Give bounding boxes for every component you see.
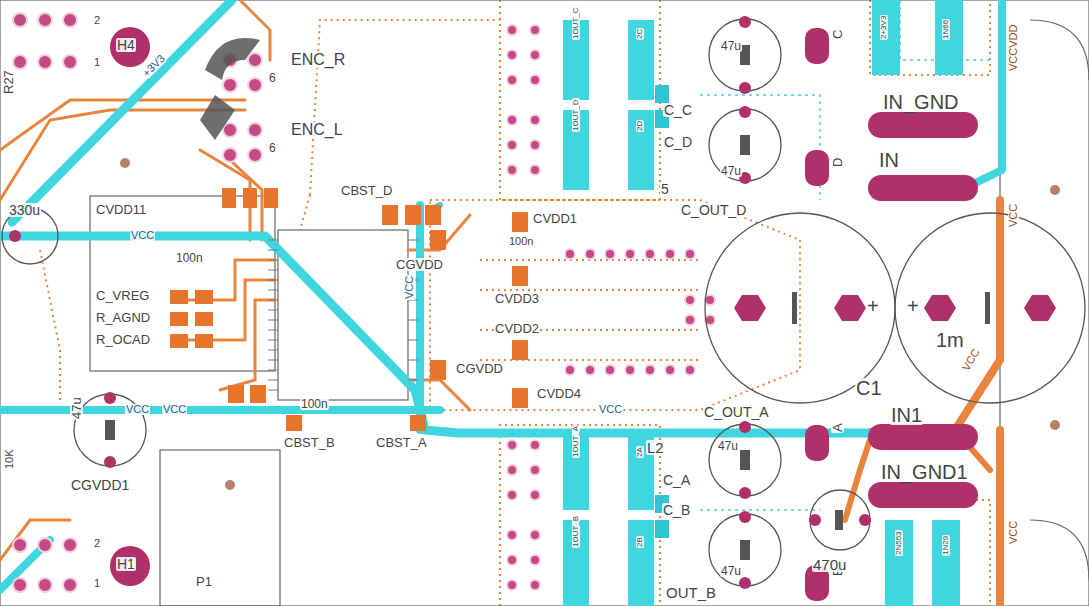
silkscreen-label: 1OUT_C	[572, 6, 580, 40]
silkscreen-label: IN_GND1	[880, 462, 969, 482]
silkscreen-label: 47u	[70, 396, 83, 420]
silkscreen-label: CBST_B	[283, 436, 336, 449]
silkscreen-label: IN1	[890, 405, 923, 425]
silkscreen-label: VCC	[1008, 203, 1019, 228]
silkscreen-label: D	[831, 157, 844, 168]
silkscreen-label: A	[831, 422, 844, 433]
silkscreen-label: 1OUT_B	[572, 515, 580, 548]
silkscreen-label: VCC	[598, 404, 623, 415]
silkscreen-label: 1OUT_D	[572, 98, 580, 132]
silkscreen-label: VCCVDD	[1008, 24, 1019, 72]
silkscreen-label: 470u	[812, 557, 847, 572]
silkscreen-label: 2D	[636, 120, 644, 132]
silkscreen-label: VCC	[130, 230, 155, 241]
silkscreen-label: 100n	[300, 398, 329, 410]
silkscreen-label: C_B	[662, 503, 691, 517]
silkscreen-label: 47u	[720, 40, 742, 52]
silkscreen-label: H1	[116, 557, 136, 571]
silkscreen-label: 6	[268, 142, 277, 154]
silkscreen-label: CVDD4	[536, 387, 582, 400]
silkscreen-label: 5	[660, 182, 670, 196]
silkscreen-label: 47u	[720, 165, 742, 177]
silkscreen-label: IN	[878, 150, 900, 170]
silkscreen-label: C_VREG	[95, 289, 150, 302]
silkscreen-label: 47u	[720, 565, 742, 577]
silkscreen-label: VCC	[960, 346, 982, 373]
silkscreen-label: CVDD11	[95, 203, 147, 216]
silkscreen-label: 1N66	[942, 19, 950, 40]
silkscreen-label: ENC_L	[290, 122, 344, 138]
silkscreen-label: C_OUT_A	[703, 405, 770, 419]
silkscreen-label: CGVDD1	[70, 478, 130, 492]
silkscreen-label: +	[906, 296, 920, 316]
silkscreen-label: 6	[268, 72, 277, 84]
silkscreen-label: C1	[855, 378, 883, 398]
silkscreen-label: 2A	[636, 446, 644, 458]
silkscreen-label: CBST_A	[375, 436, 428, 449]
silkscreen-label: 10K	[4, 448, 15, 470]
silkscreen-label: 1OUT_A	[572, 425, 580, 458]
silkscreen-label: 330u	[8, 203, 41, 217]
silkscreen-label: VCC	[162, 404, 187, 415]
silkscreen-label: H4	[116, 38, 136, 52]
silkscreen-label: CVDD1	[532, 212, 578, 225]
silkscreen-label: 2B	[636, 536, 644, 548]
silkscreen-label: 2	[93, 15, 101, 26]
silkscreen-label: 47u	[717, 440, 739, 452]
silkscreen-label: CVDD2	[494, 322, 540, 335]
silkscreen-label: 100n	[508, 236, 534, 247]
silkscreen-label: C_D	[663, 135, 693, 149]
silkscreen-label: 1N29	[942, 535, 950, 556]
silkscreen-label: C	[831, 29, 844, 40]
silkscreen-label: OUT_B	[665, 585, 717, 600]
silkscreen-label: 100n	[175, 252, 204, 264]
silkscreen-label: CVDD3	[494, 292, 540, 305]
silkscreen-label: R_OCAD	[95, 333, 151, 346]
silkscreen-label: VCC	[1008, 520, 1019, 545]
silkscreen-label: 2C	[636, 28, 644, 40]
silkscreen-label: 2+3V3	[880, 15, 888, 40]
silkscreen-label: VCC	[404, 275, 415, 300]
silkscreen-label: R_AGND	[95, 311, 151, 324]
silkscreen-label: CGVDD	[455, 362, 504, 375]
silkscreen-label: P1	[195, 575, 213, 588]
silkscreen-label: 1	[93, 578, 101, 589]
silkscreen-label: C_C	[663, 103, 693, 117]
silkscreen-label: 2	[93, 538, 101, 549]
silkscreen-label: 1	[93, 57, 101, 68]
silkscreen-label: R27	[2, 69, 15, 95]
silkscreen-label: VCC	[125, 404, 150, 415]
silkscreen-label: L2	[646, 440, 665, 455]
silkscreen-label: 2N563	[895, 530, 903, 556]
silkscreen-label: C_A	[662, 473, 691, 487]
silkscreen-label: CBST_D	[340, 184, 393, 197]
silkscreen-label: C_OUT_D	[680, 203, 747, 217]
silkscreen-label: IN_GND	[882, 92, 960, 112]
silkscreen-label: CGVDD	[395, 258, 444, 271]
silkscreen-label: 1m	[935, 330, 965, 350]
silkscreen-label: +	[866, 296, 880, 316]
silkscreen-label: ENC_R	[290, 52, 346, 68]
